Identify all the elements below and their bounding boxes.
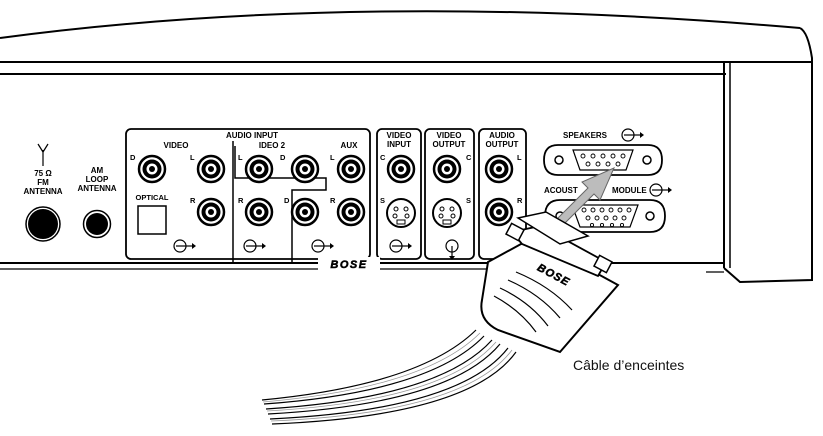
video-output-label-1: VIDEO	[437, 131, 462, 140]
video2-digital-jack[interactable]	[290, 154, 320, 184]
audio-output-l-label: L	[517, 153, 522, 162]
speakers-arrow-icon	[621, 128, 645, 142]
video-input-c-label: C	[380, 153, 386, 162]
am-antenna-jack[interactable]	[82, 209, 112, 239]
acoustimass-label: ACOUST	[544, 186, 578, 195]
speakers-connector[interactable]	[543, 144, 663, 176]
video2-right-jack[interactable]	[244, 197, 274, 227]
audio-output-label-2: OUTPUT	[486, 140, 519, 149]
am-antenna-label: ANTENNA	[77, 184, 116, 193]
antenna-section: 75 Ω FM ANTENNA AM LOOP ANTENNA	[23, 143, 117, 242]
audio-output-r-label: R	[517, 196, 523, 205]
video-input-composite-jack[interactable]	[386, 154, 416, 184]
video-input-s-label: S	[380, 196, 385, 205]
aux-digital-jack[interactable]	[290, 197, 320, 227]
aux-group-label: AUX	[341, 141, 359, 150]
video-d-label: D	[130, 153, 136, 162]
console-brand-logo: BOSE	[318, 257, 380, 271]
video-left-jack[interactable]	[196, 154, 226, 184]
audio-input-header: AUDIO INPUT	[226, 131, 278, 140]
video-group-label: VIDEO	[164, 141, 189, 150]
video-digital-jack[interactable]	[137, 154, 167, 184]
video-output-composite-jack[interactable]	[432, 154, 462, 184]
video-output-label-2: OUTPUT	[433, 140, 466, 149]
speakers-label: SPEAKERS	[563, 131, 608, 140]
audio-input-panel: AUDIO INPUT VIDEO IDEO 2 AUX D L R L D R…	[125, 128, 371, 262]
aux-d-label: D	[284, 196, 290, 205]
speaker-cable-plug-icon: BOSE	[480, 211, 620, 354]
video2-group-label: IDEO 2	[259, 141, 286, 150]
cable-caption: Câble d’enceintes	[573, 357, 685, 373]
video-input-svideo-jack[interactable]	[386, 198, 416, 228]
console-body	[0, 10, 813, 284]
video2-l-label: L	[238, 153, 243, 162]
audio-output-left-jack[interactable]	[484, 154, 514, 184]
fm-label: FM	[37, 178, 49, 187]
video2-r-label: R	[238, 196, 244, 205]
am-label: AM	[91, 166, 104, 175]
optical-input-port[interactable]	[137, 205, 167, 235]
speakers-connector-group: SPEAKERS	[543, 128, 663, 176]
aux-left-jack[interactable]	[336, 154, 366, 184]
optical-label: OPTICAL	[136, 193, 169, 202]
video2-d-label: D	[280, 153, 286, 162]
video-input-label-1: VIDEO	[387, 131, 412, 140]
aux-r-label: R	[330, 196, 336, 205]
speaker-cable	[261, 329, 517, 425]
video-output-svideo-jack[interactable]	[432, 198, 462, 228]
fm-antenna-label: ANTENNA	[23, 187, 62, 196]
aux-right-jack[interactable]	[336, 197, 366, 227]
video-input-panel: VIDEO INPUT C S	[376, 128, 422, 260]
fm-ohm-label: 75 Ω	[34, 169, 52, 178]
video-output-c-label: C	[466, 153, 472, 162]
video-r-label: R	[190, 196, 196, 205]
video2-left-jack[interactable]	[244, 154, 274, 184]
fm-antenna-jack[interactable]	[25, 206, 61, 242]
am-loop-label: LOOP	[86, 175, 109, 184]
acoustimass-label-tail: MODULE	[612, 186, 647, 195]
svg-text:BOSE: BOSE	[330, 259, 367, 271]
acoustimass-arrow-icon	[649, 183, 673, 197]
output-arrow-icon	[445, 239, 459, 260]
video-input-label-2: INPUT	[387, 140, 411, 149]
audio-output-right-jack[interactable]	[484, 197, 514, 227]
video-l-label: L	[190, 153, 195, 162]
video-output-panel: VIDEO OUTPUT C S	[424, 128, 475, 260]
video-output-s-label: S	[466, 196, 471, 205]
audio-output-label-1: AUDIO	[489, 131, 515, 140]
antenna-icon	[37, 143, 49, 166]
video-right-jack[interactable]	[196, 197, 226, 227]
aux-l-label: L	[330, 153, 335, 162]
